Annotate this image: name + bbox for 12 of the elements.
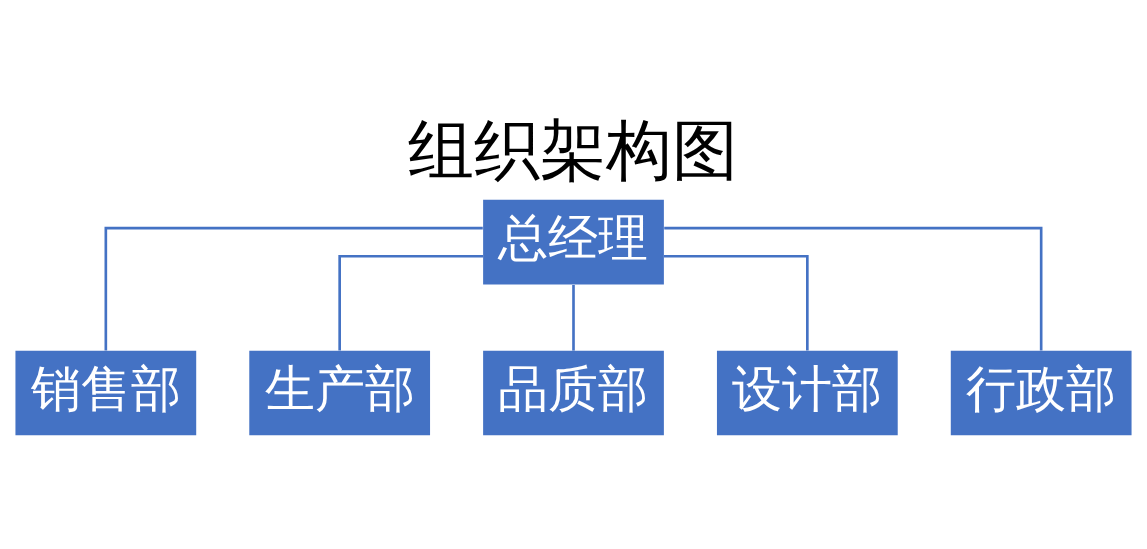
node-box: 总经理 <box>483 199 664 285</box>
node-box: 品质部 <box>483 350 664 436</box>
connector <box>663 254 809 351</box>
node-box: 设计部 <box>716 350 898 436</box>
connector <box>338 254 484 351</box>
connector <box>664 226 1043 351</box>
node-box: 行政部 <box>950 350 1132 436</box>
node-box: 生产部 <box>249 350 431 436</box>
connector <box>572 285 575 351</box>
node-box: 销售部 <box>15 350 197 436</box>
diagram-title: 组织架构图 <box>408 111 739 190</box>
connector <box>104 226 483 351</box>
